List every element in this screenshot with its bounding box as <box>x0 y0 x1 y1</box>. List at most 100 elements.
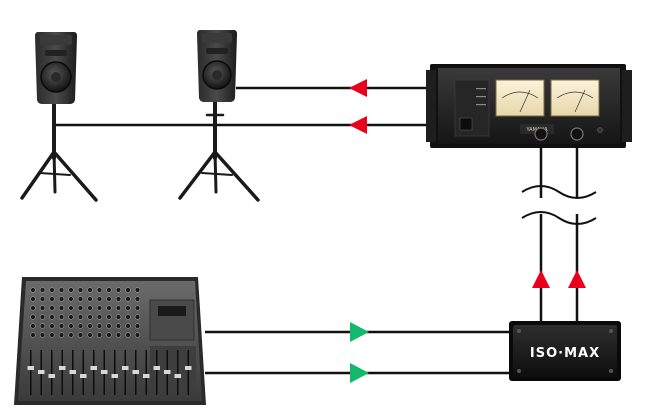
mixer-knob <box>49 332 55 338</box>
signal-arrow-icon <box>350 322 369 342</box>
signal-arrow-icon <box>349 116 367 134</box>
isolation-transformer-box-icon: ISO·MAX <box>509 321 621 381</box>
mixer-fader-track <box>30 350 32 395</box>
mixer-fader-track <box>124 350 126 395</box>
mixer-knob <box>96 305 103 311</box>
cable-break-icon <box>521 185 597 225</box>
mixer-fader-track <box>51 350 53 395</box>
mixer-knob <box>106 323 112 329</box>
mixer-fader-track <box>145 350 147 395</box>
mixer-knob <box>106 332 112 338</box>
speaker-right <box>178 30 260 202</box>
mixer-knob <box>58 305 65 311</box>
speaker-left <box>20 32 98 202</box>
mixer-knob <box>96 314 103 320</box>
speaker-icon <box>35 32 77 104</box>
mixer-knob <box>115 287 122 293</box>
signal-arrow-icon <box>350 363 369 383</box>
speaker-icon <box>197 30 237 102</box>
mixer-knob <box>125 287 131 293</box>
mixer-knob <box>68 305 74 311</box>
mixer-knob <box>115 296 122 302</box>
mixer-knob <box>134 287 141 293</box>
signal-arrow-icon <box>532 270 550 288</box>
amplifier-knob-left <box>534 127 548 141</box>
mixer-knob <box>115 323 122 329</box>
mixer-knob <box>30 287 36 293</box>
mixer-knob <box>68 314 74 320</box>
mixer-fader-cap <box>90 366 97 370</box>
mixer-fader-track <box>93 350 95 395</box>
signal-arrow-icon <box>568 270 586 288</box>
mixer-fader-cap <box>153 366 160 370</box>
mixer-fader-cap <box>59 366 66 370</box>
mixer-knob <box>58 323 65 329</box>
mixer-channel-strips <box>30 287 141 338</box>
mixer-fader-cap <box>185 366 192 370</box>
mixer-knob <box>30 323 36 329</box>
mixer-knob <box>125 332 131 338</box>
mixer-knob <box>49 296 55 302</box>
mixer-knob <box>39 305 46 311</box>
mixer-fader-cap <box>174 374 181 378</box>
mixer-knob <box>30 305 36 311</box>
mixer-faders <box>27 350 192 395</box>
mixer-knob <box>106 296 112 302</box>
mixer-knob <box>49 323 55 329</box>
mixer-knob <box>68 323 74 329</box>
mixer-knob <box>58 332 65 338</box>
mixer-knob <box>125 314 131 320</box>
mixer-knob <box>49 305 55 311</box>
mixer-knob <box>87 296 93 302</box>
mixer-knob <box>39 323 46 329</box>
mixer-knob <box>58 287 65 293</box>
mixer-knob <box>30 314 36 320</box>
signal-arrow-icon <box>349 79 367 97</box>
mixer-knob <box>106 314 112 320</box>
mixer-knob <box>134 314 141 320</box>
mixer-knob <box>115 332 122 338</box>
mixer-fader-cap <box>80 374 87 378</box>
mixer-knob <box>106 305 112 311</box>
mixer-knob <box>87 305 93 311</box>
mixer-knob <box>77 305 84 311</box>
mixer-knob <box>96 287 103 293</box>
mixer-knob <box>68 332 74 338</box>
signal-arrows <box>349 79 586 383</box>
iso-box-label: ISO·MAX <box>530 346 600 361</box>
mixer-knob <box>125 323 131 329</box>
mixer-knob <box>134 323 141 329</box>
mixer-knob <box>68 287 74 293</box>
mixer-knob <box>87 323 93 329</box>
mixer-knob <box>87 287 93 293</box>
mixer-knob <box>134 296 141 302</box>
mixer-knob <box>39 332 46 338</box>
mixer-knob <box>77 314 84 320</box>
mixer-knob <box>134 305 141 311</box>
mixer-fader-cap <box>38 370 45 374</box>
mixer-fader-track <box>61 350 63 395</box>
mixer-knob <box>87 314 93 320</box>
mixer-fader-track <box>187 350 189 395</box>
mixer-knob <box>39 287 46 293</box>
mixer-knob <box>77 323 84 329</box>
mixer-knob <box>30 332 36 338</box>
mixer-fader-cap <box>143 374 150 378</box>
mixer-knob <box>68 296 74 302</box>
mixing-console-icon <box>14 277 206 405</box>
mixer-knob <box>77 332 84 338</box>
mixer-knob <box>77 296 84 302</box>
mixer-fader-cap <box>132 370 139 374</box>
mixer-knob <box>115 305 122 311</box>
mixer-fader-track <box>114 350 116 395</box>
mixer-fader-cap <box>101 370 108 374</box>
mixer-fader-cap <box>111 374 118 378</box>
mixer-fader-track <box>82 350 84 395</box>
mixer-fader-cap <box>69 370 76 374</box>
mixer-fader-cap <box>27 366 34 370</box>
mixer-knob <box>39 296 46 302</box>
mixer-fader-cap <box>122 366 129 370</box>
mixer-knob <box>125 296 131 302</box>
